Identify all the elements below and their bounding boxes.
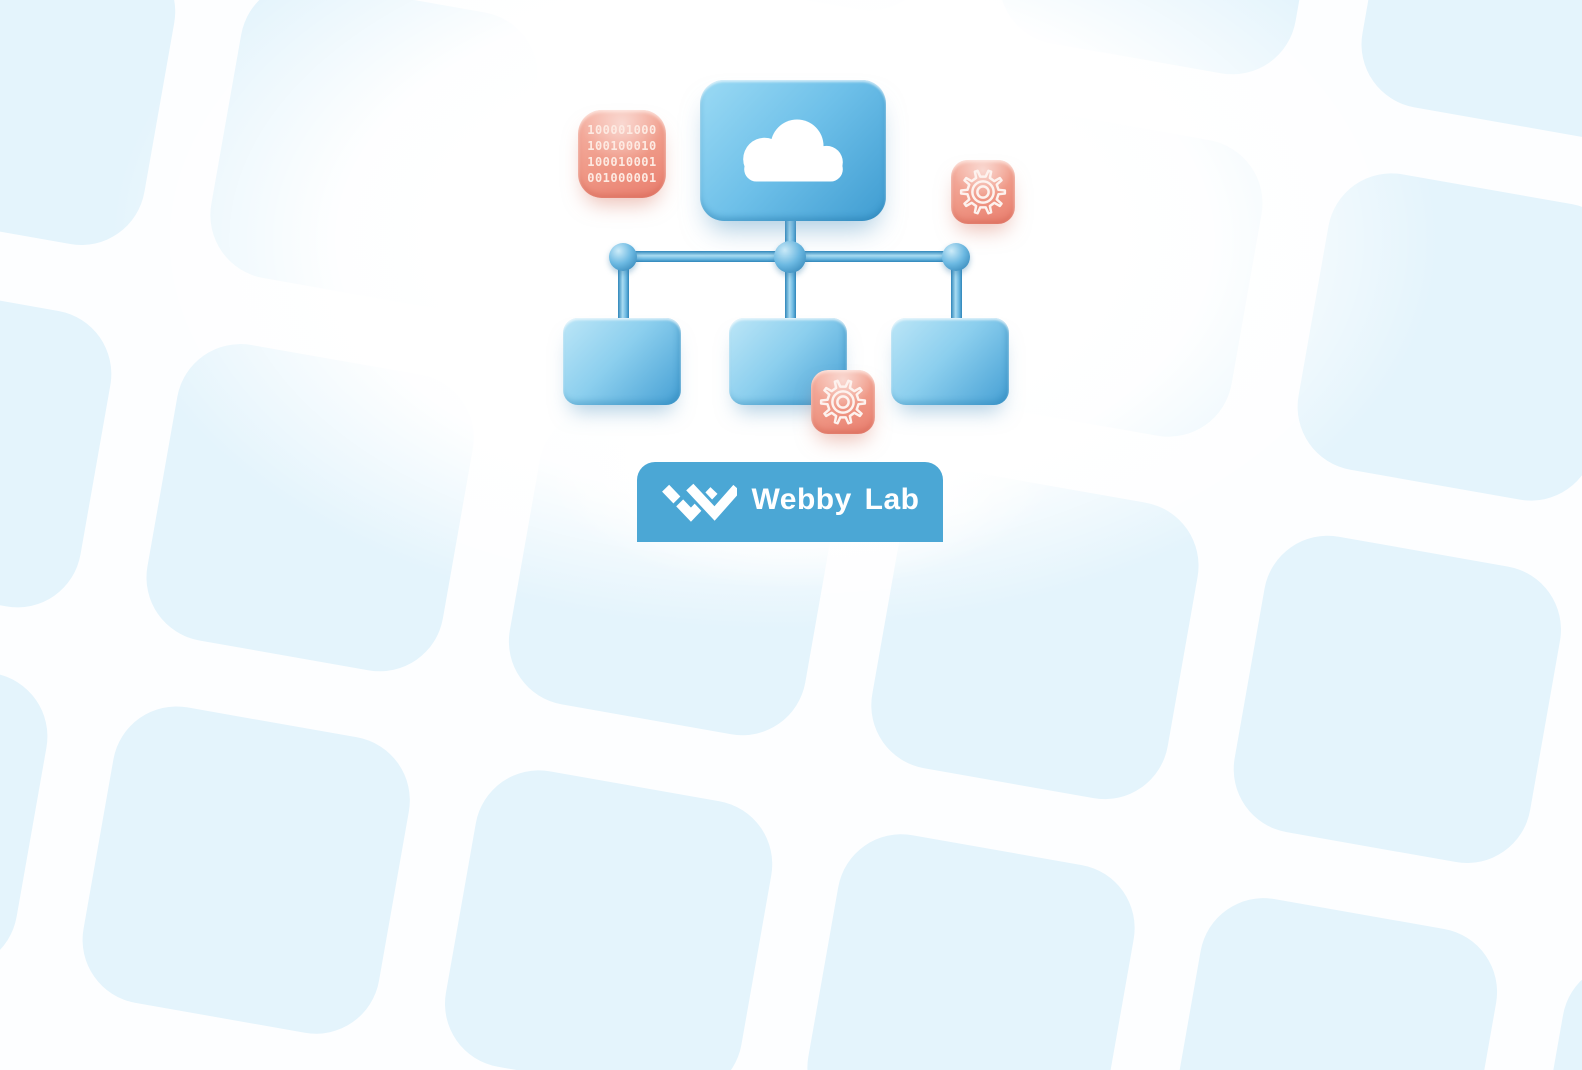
binary-line: 001000001	[587, 171, 657, 185]
client-box-left	[563, 318, 681, 405]
connector-node-center	[774, 241, 806, 273]
webbylab-banner: Webby Lab	[637, 462, 943, 542]
webbylab-logo-icon	[661, 481, 737, 523]
pattern-tile	[72, 696, 420, 1044]
binary-line: 100100010	[587, 139, 657, 153]
binary-code-chip: 100001000 100100010 100010001 001000001	[578, 110, 666, 198]
gear-chip-upper	[951, 160, 1015, 224]
client-box-right	[891, 318, 1009, 405]
binary-line: 100001000	[587, 123, 657, 137]
pattern-tile	[797, 824, 1145, 1070]
gear-icon	[959, 169, 1007, 215]
connector-node-right	[942, 243, 970, 271]
cloud-icon	[743, 118, 843, 181]
connector-node-left	[609, 243, 637, 271]
pattern-tile	[1223, 525, 1572, 874]
network-diagram: 100001000 100100010 100010001 001000001	[563, 80, 1015, 434]
gear-icon	[819, 379, 867, 425]
cloud-server-box	[700, 80, 886, 221]
pattern-tile	[434, 760, 783, 1070]
brand-name: Webby Lab	[751, 483, 920, 516]
binary-line: 100010001	[587, 155, 657, 169]
pattern-tile	[0, 632, 58, 980]
gear-chip-lower	[811, 370, 875, 434]
pattern-tile	[1159, 888, 1508, 1070]
pattern-tile	[1522, 951, 1582, 1070]
